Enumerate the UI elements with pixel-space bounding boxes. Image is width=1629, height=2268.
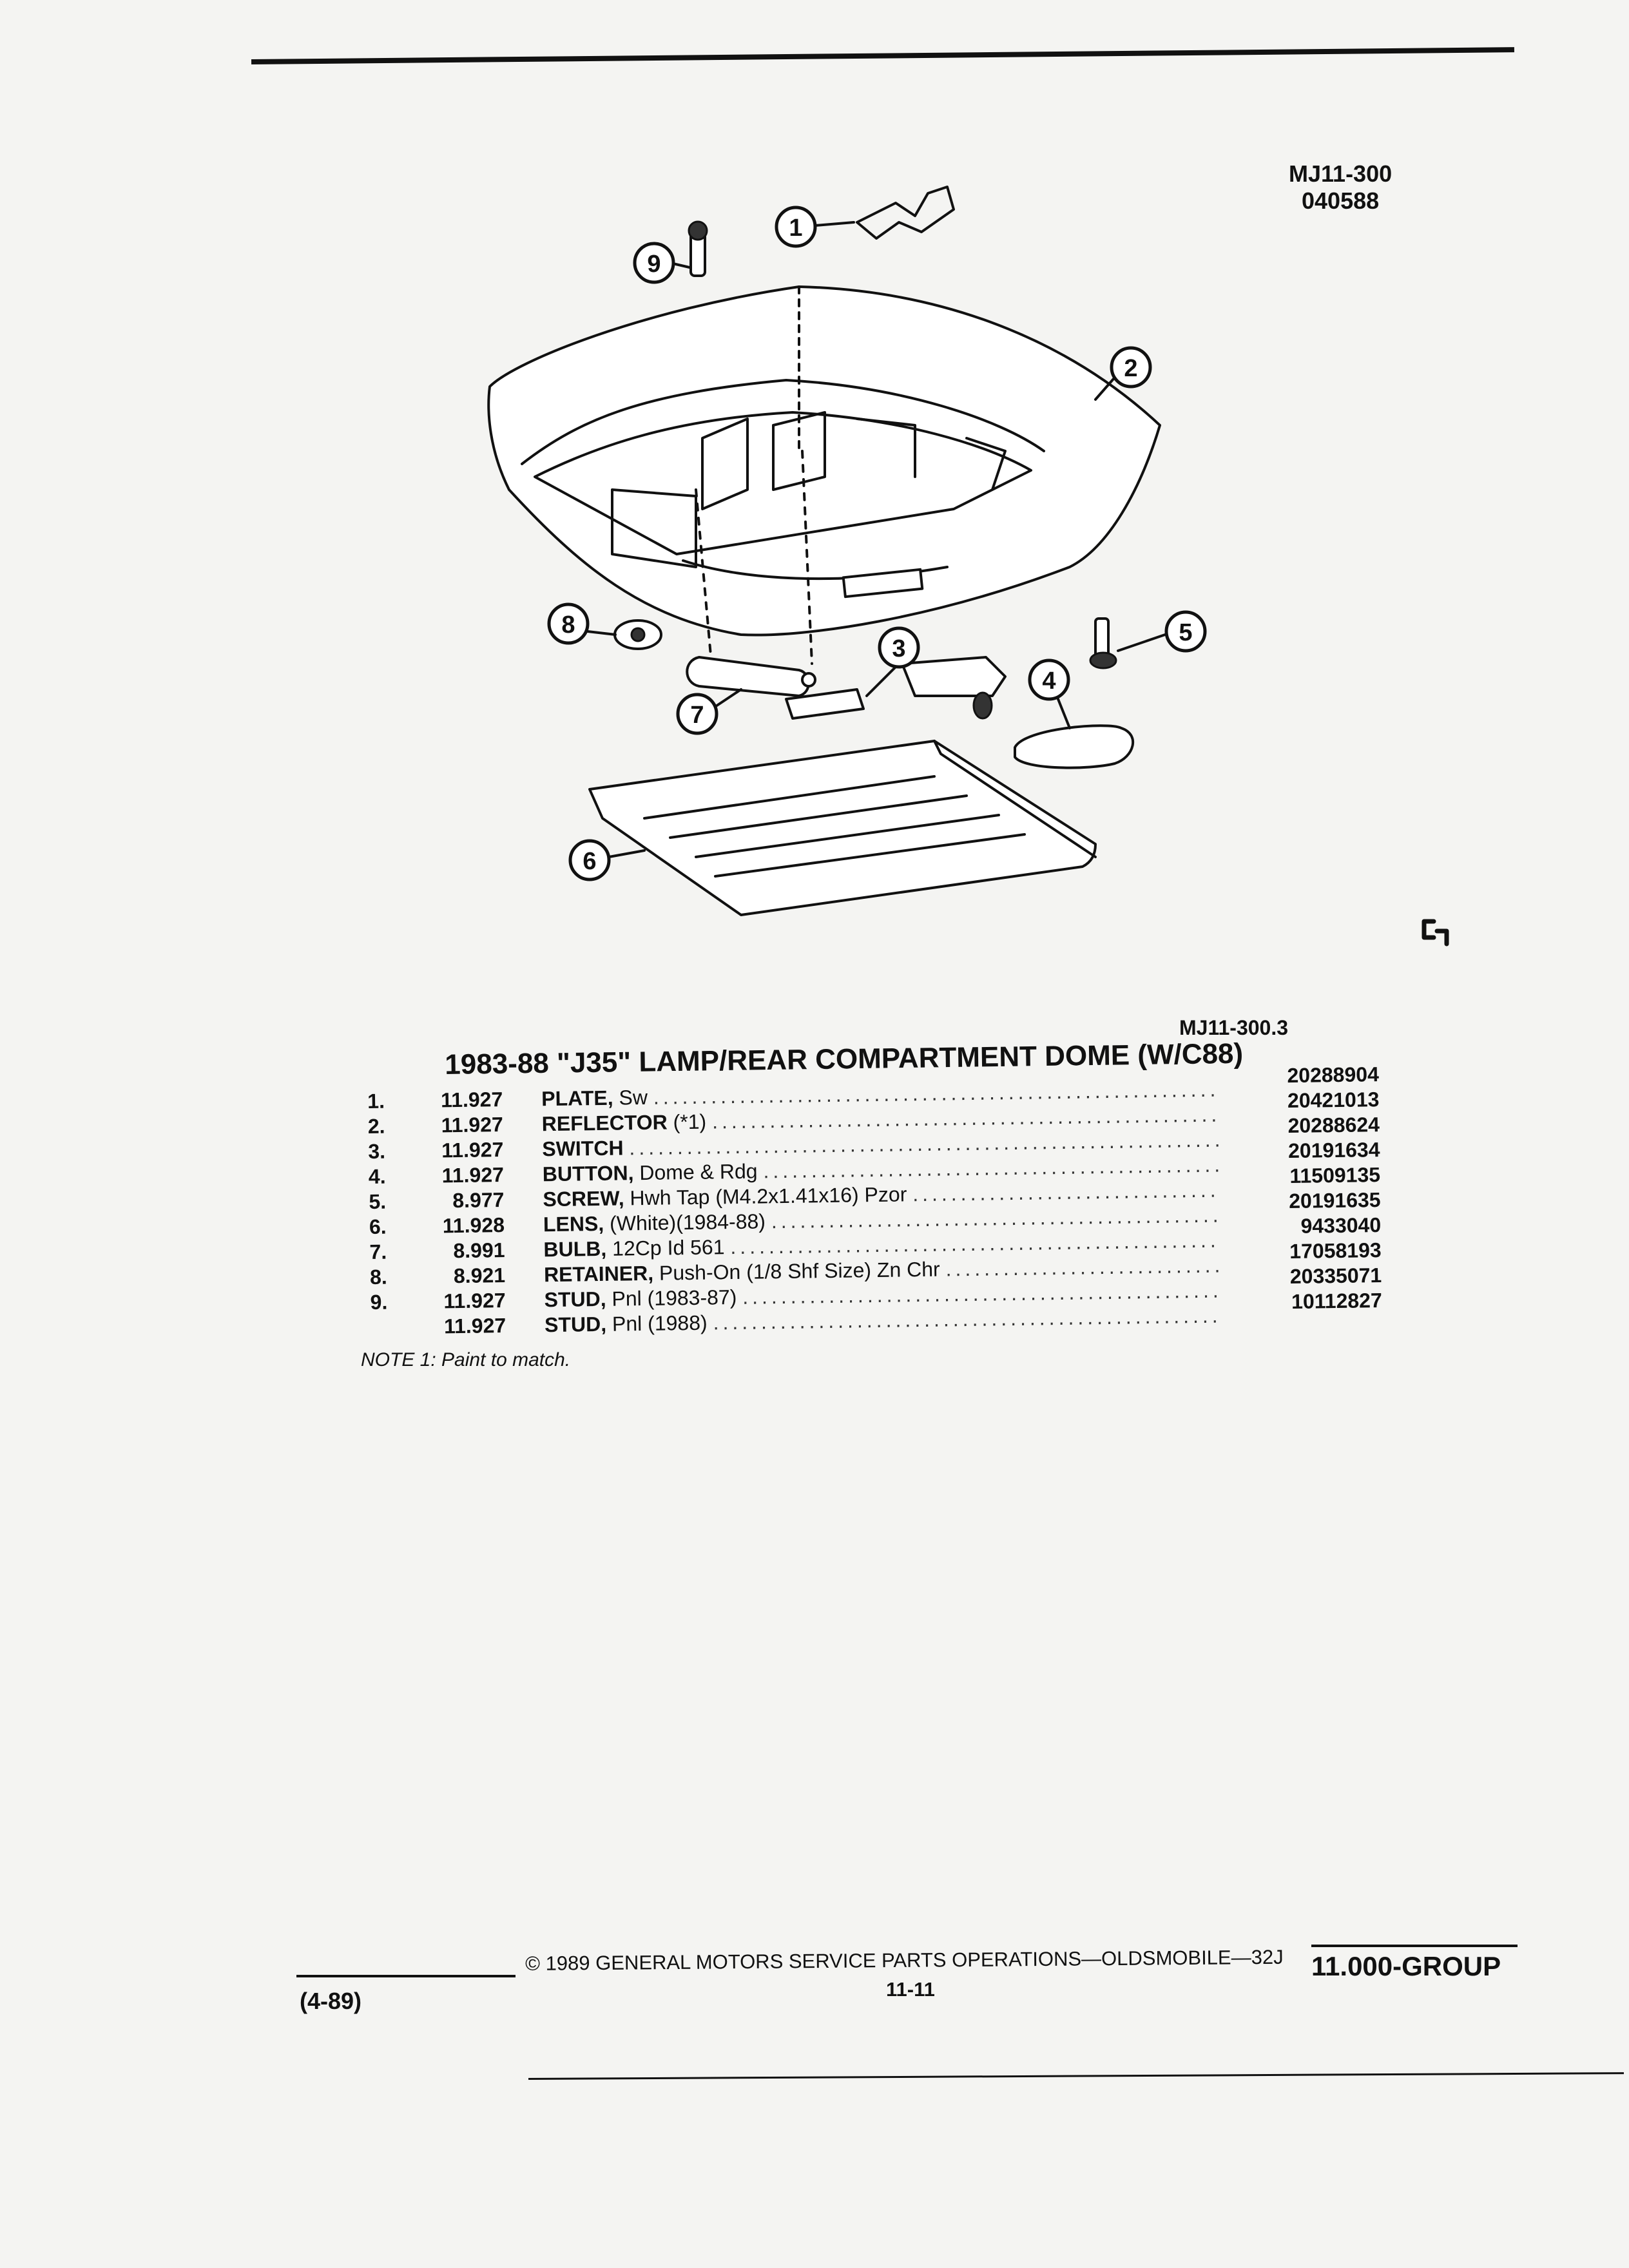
callout-8: 8 (547, 602, 590, 645)
callout-3: 3 (878, 626, 920, 669)
part-detail: Dome & Rdg (633, 1159, 758, 1185)
switch-plate-part-1 (856, 186, 955, 240)
svg-text:7: 7 (690, 702, 704, 729)
callout-7: 7 (676, 693, 718, 735)
part-number: 9433040 (1300, 1213, 1382, 1238)
exploded-parts-diagram: 1 2 3 4 5 6 7 8 9 (487, 186, 1449, 947)
part-name: STUD, (544, 1312, 607, 1337)
screw-part-5 (1089, 617, 1117, 669)
part-detail (623, 1136, 624, 1159)
retainer-part-8 (613, 619, 662, 650)
callout-6: 6 (568, 839, 611, 881)
item-index: 3. (368, 1139, 386, 1163)
svg-text:4: 4 (1042, 668, 1055, 695)
part-name: BULB, (543, 1236, 607, 1262)
part-name: LENS, (543, 1211, 604, 1236)
callout-1: 1 (775, 206, 817, 248)
doc-code: MJ11-300 (1289, 160, 1393, 187)
svg-text:9: 9 (647, 251, 660, 278)
item-index: 1. (367, 1089, 385, 1113)
part-name: BUTTON, (542, 1161, 634, 1186)
part-name: PLATE, (541, 1086, 613, 1111)
part-name: SCREW, (543, 1186, 624, 1211)
footer-group: 11.000-GROUP (1311, 1951, 1501, 1981)
bottom-rule (528, 2072, 1624, 2080)
group-number: 11.927 (443, 1289, 506, 1313)
group-number: 8.991 (453, 1238, 505, 1263)
part-number: 10112827 (1291, 1289, 1382, 1314)
group-number: 8.921 (453, 1264, 506, 1288)
footer-rule-left (296, 1975, 516, 1977)
group-number: 8.977 (452, 1188, 505, 1213)
item-index: 4. (368, 1164, 386, 1188)
part-name: RETAINER, (543, 1261, 654, 1287)
figure-code: MJ11-300.3 (1179, 1016, 1289, 1039)
svg-text:3: 3 (892, 635, 905, 662)
part-number: 20191635 (1288, 1188, 1381, 1213)
item-index: 2. (367, 1114, 385, 1138)
svg-text:1: 1 (789, 215, 802, 242)
svg-text:8: 8 (561, 611, 575, 639)
lens-part-6 (588, 740, 1097, 916)
leader-dots: ........................................… (912, 1177, 1220, 1206)
button-part-4 (1014, 724, 1135, 769)
group-number: 11.927 (441, 1138, 504, 1162)
part-detail: Pnl (1983-87) (606, 1285, 737, 1311)
item-index: 5. (369, 1189, 387, 1213)
group-number: 11.928 (442, 1213, 505, 1238)
callout-9: 9 (633, 242, 675, 284)
part-detail: Pnl (1988) (606, 1311, 708, 1336)
note: NOTE 1: Paint to match. (361, 1349, 571, 1370)
part-detail: Push-On (1/8 Shf Size) Zn Chr (653, 1257, 940, 1285)
housing-part-2 (487, 285, 1161, 671)
bulb-part-7 (686, 656, 816, 697)
part-detail: 12Cp Id 561 (606, 1235, 725, 1260)
part-number: 20191634 (1287, 1138, 1380, 1163)
callout-2: 2 (1110, 346, 1152, 389)
part-name: REFLECTOR (541, 1110, 668, 1136)
part-number: 20421013 (1287, 1088, 1380, 1113)
part-number: 17058193 (1289, 1238, 1382, 1264)
part-name: SWITCH (542, 1136, 624, 1161)
part-detail: Sw (613, 1085, 648, 1110)
callout-4: 4 (1028, 658, 1070, 701)
svg-text:2: 2 (1124, 355, 1137, 382)
svg-text:5: 5 (1179, 619, 1192, 646)
group-number: 11.927 (441, 1113, 504, 1137)
doc-date: 040588 (1302, 187, 1380, 214)
switch-part-3 (785, 656, 1007, 720)
part-detail: (*1) (667, 1110, 707, 1134)
part-number: 20288904 (1287, 1062, 1380, 1088)
item-index: 7. (369, 1240, 387, 1264)
group-number: 11.927 (441, 1163, 505, 1187)
group-number: 11.927 (443, 1314, 506, 1338)
footer-copyright: © 1989 GENERAL MOTORS SERVICE PARTS OPER… (525, 1945, 1284, 1975)
section-title: 1983-88 "J35" LAMP/REAR COMPARTMENT DOME… (445, 1037, 1244, 1081)
stud-part-9 (688, 220, 708, 277)
part-detail: Hwh Tap (M4.2x1.41x16) Pzor (624, 1182, 907, 1210)
part-number: 20335071 (1289, 1264, 1382, 1289)
footer-page-number: 11-11 (886, 1978, 935, 2001)
item-index: 6. (369, 1215, 387, 1238)
part-number: 20288624 (1287, 1113, 1380, 1138)
margin-mark (1422, 919, 1449, 947)
item-index (371, 1314, 416, 1315)
footer-date-code: (4-89) (300, 1988, 362, 2014)
part-number: 11509135 (1289, 1163, 1381, 1188)
item-index: 8. (369, 1265, 388, 1289)
callout-5: 5 (1164, 610, 1207, 653)
svg-text:6: 6 (583, 848, 596, 875)
part-name: STUD, (544, 1287, 606, 1312)
footer-rule-right (1311, 1945, 1518, 1947)
part-detail: (White)(1984-88) (603, 1209, 766, 1235)
leader-dots: ........................................… (945, 1253, 1221, 1281)
group-number: 11.927 (440, 1088, 503, 1112)
parts-list: 1. 11.927 PLATE, Sw ......................… (367, 1062, 1402, 1340)
item-index: 9. (370, 1290, 388, 1314)
